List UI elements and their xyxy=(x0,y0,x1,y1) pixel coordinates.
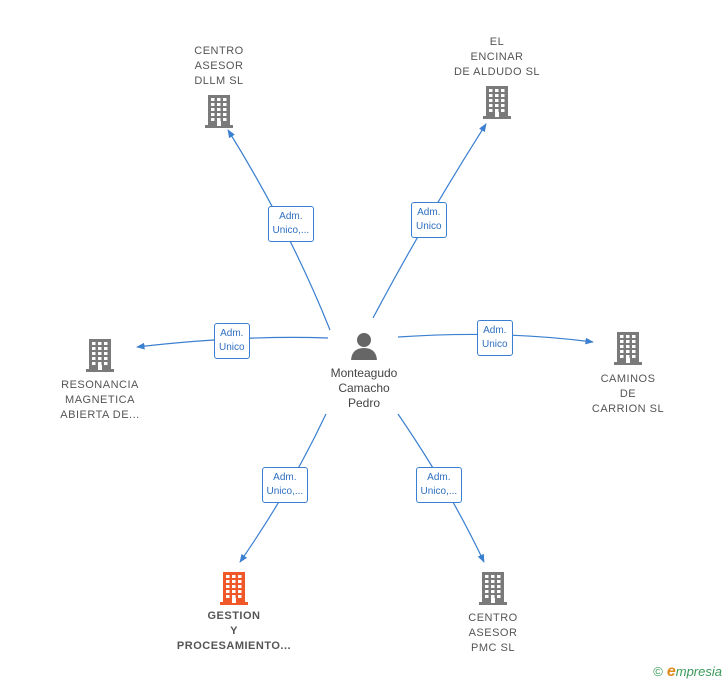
company-label-gestion[interactable]: GESTION Y PROCESAMIENTO... xyxy=(164,609,304,654)
company-label-resonancia[interactable]: RESONANCIA MAGNETICA ABIERTA DE... xyxy=(30,378,170,423)
building-icon xyxy=(205,95,233,128)
edge-label-line: Unico,... xyxy=(266,486,304,497)
person-icon xyxy=(351,333,377,360)
building-icon xyxy=(483,86,511,119)
company-label-line: ASESOR xyxy=(194,60,244,72)
copyright-icon: © xyxy=(653,664,663,679)
company-label-el-encinar[interactable]: EL ENCINAR DE ALDUDO SL xyxy=(427,35,567,80)
company-node-resonancia[interactable] xyxy=(84,337,116,378)
brand-logo-initial: e xyxy=(666,663,676,680)
person-name-line: Monteagudo xyxy=(330,366,398,380)
company-label-line: MAGNETICA xyxy=(65,394,135,406)
edge-label-centro-asesor-dllm[interactable]: Adm. Unico,... xyxy=(267,206,315,242)
company-label-line: DE ALDUDO SL xyxy=(453,66,541,78)
edge-label-caminos[interactable]: Adm. Unico xyxy=(477,320,513,356)
edge-label-line: Adm. xyxy=(417,207,441,218)
company-label-line: RESONANCIA xyxy=(61,379,139,391)
edge-label-el-encinar[interactable]: Adm. Unico xyxy=(411,202,447,238)
edge-label-line: Unico xyxy=(219,342,245,353)
edge-label-line: Unico xyxy=(482,339,508,350)
edge-label-line: Unico,... xyxy=(420,486,458,497)
company-label-centro-asesor-pmc[interactable]: CENTRO ASESOR PMC SL xyxy=(423,611,563,656)
building-icon xyxy=(86,339,114,372)
company-label-caminos[interactable]: CAMINOS DE CARRION SL xyxy=(558,372,698,417)
company-label-line: DE xyxy=(619,388,637,400)
company-label-line: ENCINAR xyxy=(470,51,524,63)
company-label-line: PROCESAMIENTO... xyxy=(176,640,292,652)
edge-label-line: Adm. xyxy=(483,325,507,336)
company-label-line: Y xyxy=(230,625,238,637)
edge-label-gestion[interactable]: Adm. Unico,... xyxy=(261,467,309,503)
building-icon xyxy=(220,572,248,605)
edge-label-centro-asesor-pmc[interactable]: Adm. Unico,... xyxy=(415,467,463,503)
company-label-centro-asesor-dllm[interactable]: CENTRO ASESOR DLLM SL xyxy=(149,44,289,89)
company-label-line: CENTRO xyxy=(194,45,244,57)
building-icon xyxy=(614,332,642,365)
edge-label-resonancia[interactable]: Adm. Unico xyxy=(214,323,250,359)
building-icon xyxy=(479,572,507,605)
person-name-line: Pedro xyxy=(347,396,381,410)
company-label-line: PMC SL xyxy=(471,642,515,654)
company-label-line: ASESOR xyxy=(468,627,518,639)
company-node-el-encinar[interactable] xyxy=(481,84,513,125)
edge-label-line: Unico,... xyxy=(272,225,310,236)
edge-label-line: Adm. xyxy=(220,328,244,339)
company-node-centro-asesor-pmc[interactable] xyxy=(477,570,509,611)
company-node-gestion[interactable] xyxy=(218,570,250,611)
edge-label-line: Unico xyxy=(416,221,442,232)
company-node-centro-asesor-dllm[interactable] xyxy=(203,93,235,134)
company-label-line: CARRION SL xyxy=(591,403,665,415)
edge-label-line: Adm. xyxy=(279,211,303,222)
company-label-line: CENTRO xyxy=(468,612,518,624)
brand-footer: ©empresia xyxy=(653,663,722,681)
company-label-line: CAMINOS xyxy=(600,373,656,385)
company-label-line: EL xyxy=(489,36,505,48)
person-node[interactable] xyxy=(348,330,380,367)
edge-label-line: Adm. xyxy=(427,472,451,483)
company-label-line: DLLM SL xyxy=(194,75,244,87)
company-label-line: ABIERTA DE... xyxy=(60,409,140,421)
company-node-caminos[interactable] xyxy=(612,330,644,371)
brand-logo-text: mpresia xyxy=(675,664,722,679)
company-label-line: GESTION xyxy=(207,610,261,622)
person-name-line: Camacho xyxy=(338,381,390,395)
edge-label-line: Adm. xyxy=(273,472,297,483)
